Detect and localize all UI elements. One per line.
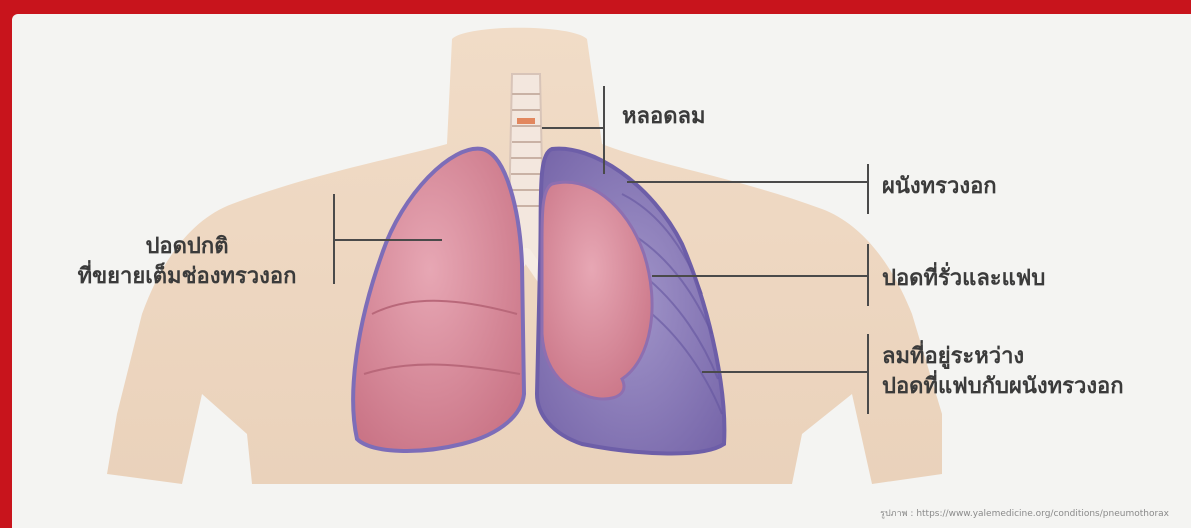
label-normal-lung-line1: ปอดปกติ [52,232,322,262]
label-trapped-air: ลมที่อยู่ระหว่าง ปอดที่แฟบกับผนังทรวงอก [882,342,1124,402]
label-trapped-air-line1: ลมที่อยู่ระหว่าง [882,342,1124,372]
diagram-panel: หลอดลม ผนังทรวงอก ปอดปกติ ที่ขยายเต็มช่อ… [12,14,1191,528]
trachea-marker [517,118,535,124]
label-normal-lung-line2: ที่ขยายเต็มช่องทรวงอก [52,262,322,292]
label-trachea: หลอดลม [622,102,705,132]
label-trapped-air-line2: ปอดที่แฟบกับผนังทรวงอก [882,372,1124,402]
label-collapsed-lung: ปอดที่รั่วและแฟบ [882,264,1045,294]
label-chest-wall: ผนังทรวงอก [882,172,997,202]
label-normal-lung: ปอดปกติ ที่ขยายเต็มช่องทรวงอก [52,232,322,292]
image-credit: รูปภาพ : https://www.yalemedicine.org/co… [880,506,1169,520]
